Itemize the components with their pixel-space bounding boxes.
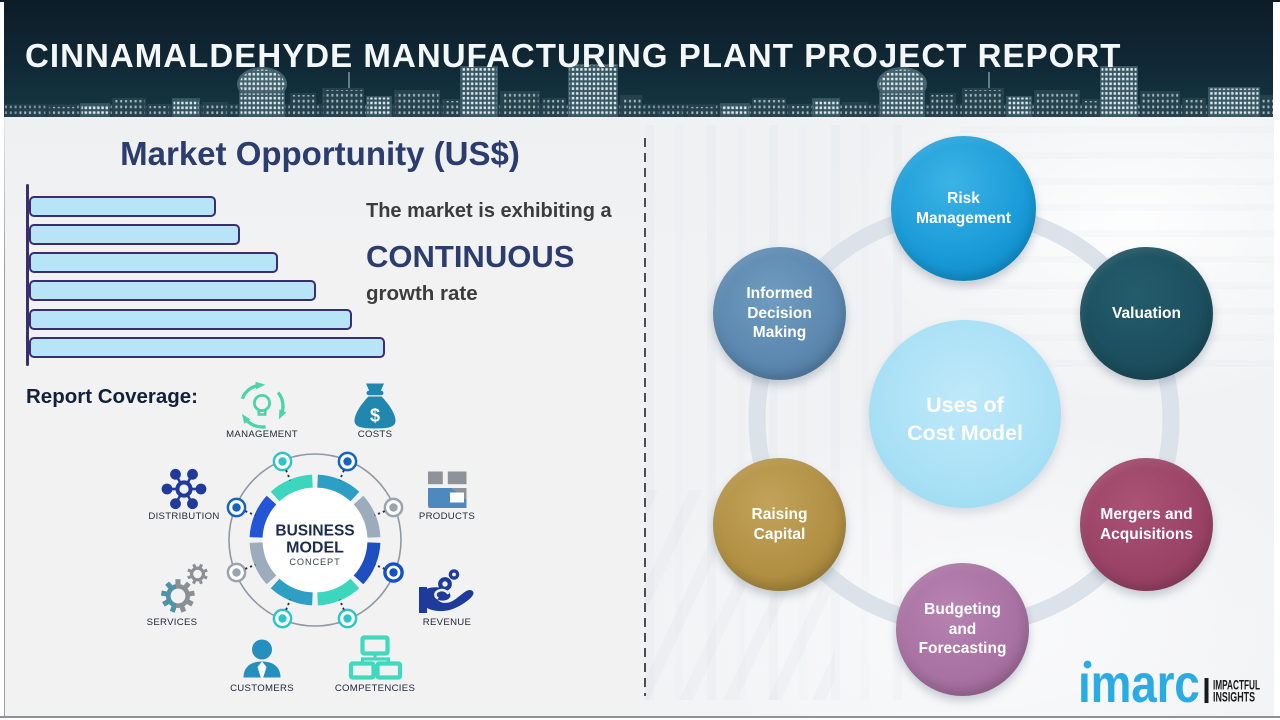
svg-text:CONCEPT: CONCEPT [289, 557, 340, 567]
svg-text:INSIGHTS: INSIGHTS [1213, 689, 1255, 705]
svg-text:COMPETENCIES: COMPETENCIES [335, 683, 415, 694]
svg-text:BUSINESS: BUSINESS [275, 523, 354, 540]
svg-text:SERVICES: SERVICES [147, 617, 198, 628]
svg-text:$: $ [370, 406, 380, 426]
svg-text:CUSTOMERS: CUSTOMERS [230, 683, 294, 694]
svg-text:IMPACTFUL: IMPACTFUL [1213, 677, 1260, 693]
svg-text:MODEL: MODEL [286, 540, 344, 557]
svg-text:PRODUCTS: PRODUCTS [419, 511, 475, 522]
svg-text:DISTRIBUTION: DISTRIBUTION [148, 511, 219, 522]
svg-text:MANAGEMENT: MANAGEMENT [226, 429, 298, 440]
svg-text:COSTS: COSTS [358, 429, 393, 440]
svg-text:ımarc: ımarc [1078, 654, 1200, 707]
svg-text:REVENUE: REVENUE [423, 617, 471, 628]
